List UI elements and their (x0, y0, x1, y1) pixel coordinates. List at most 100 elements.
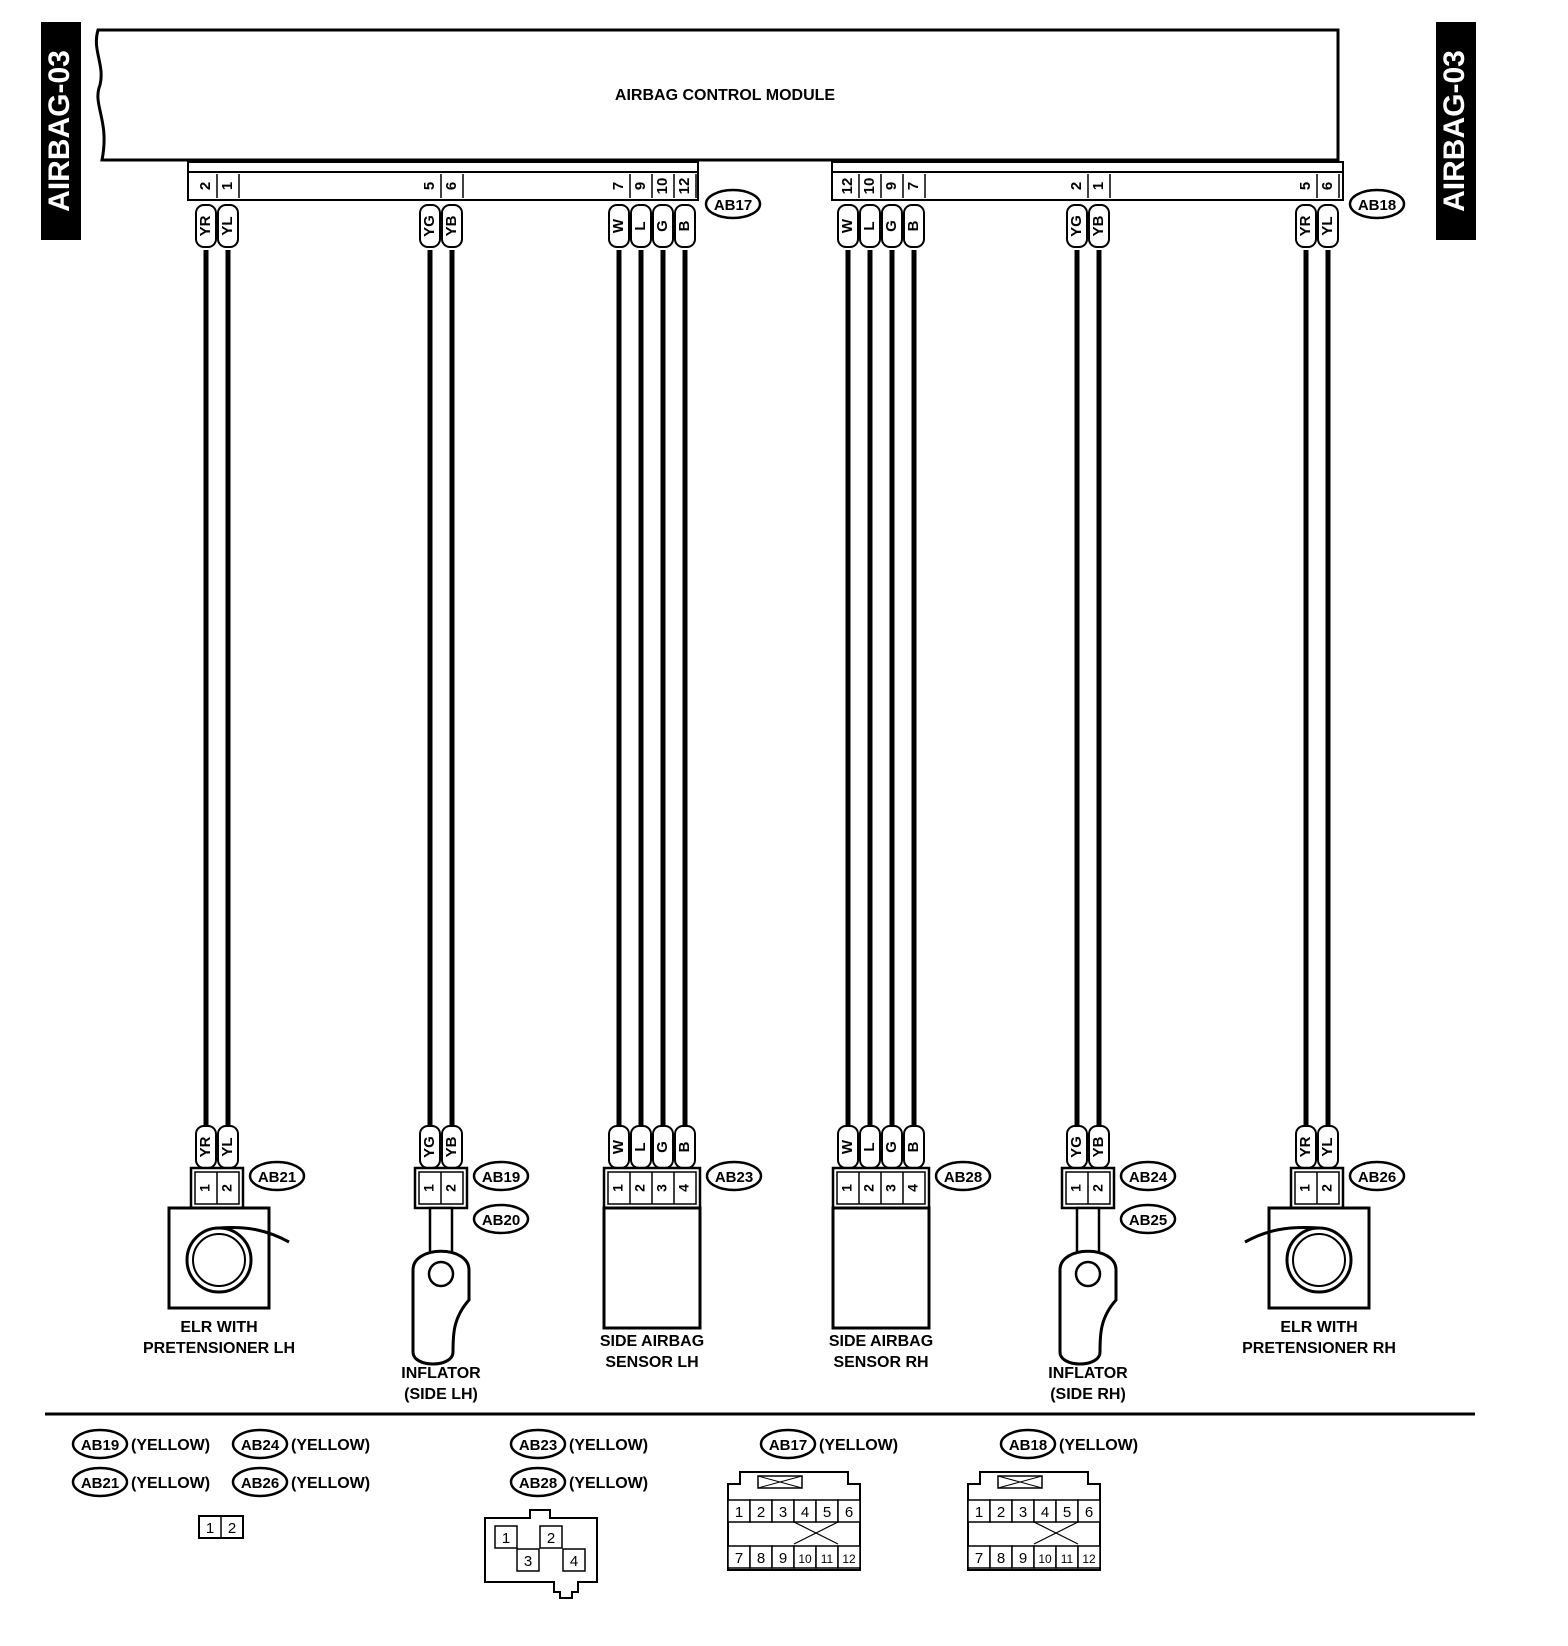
legend-face-4pin-number: 2 (547, 1530, 555, 1547)
legend-connector-id: AB21 (81, 1475, 119, 1492)
legend-face-12pin-number: 11 (821, 1552, 834, 1566)
elr-belt-icon (1244, 1226, 1320, 1244)
wire-color-tag (1317, 204, 1339, 248)
component-label-line: SIDE AIRBAG (600, 1333, 704, 1350)
sensor-body (831, 1206, 931, 1330)
legend-connector-color: (YELLOW) (131, 1475, 210, 1492)
wire-color-tag (859, 204, 881, 248)
connector-label-ab25: AB25 (1129, 1212, 1167, 1229)
component-label-line: (SIDE LH) (404, 1386, 478, 1403)
connector-label-ellipse (248, 1160, 306, 1192)
page-tab-right: AIRBAG-03 (1436, 22, 1476, 240)
wire-color-tag (419, 204, 441, 248)
connector-label-ellipse (705, 1160, 763, 1192)
component-label-line: (SIDE RH) (1050, 1386, 1126, 1403)
component-pin-number: 2 (1319, 1184, 1335, 1192)
connector-label-ellipse (472, 1203, 530, 1235)
module-connector-ab18 (831, 161, 1344, 201)
component-pin-number: 4 (676, 1184, 692, 1192)
legend-latch-line (757, 1475, 803, 1489)
wire-color-code: W (839, 218, 856, 233)
legend-face-12pin-number: 4 (801, 1504, 809, 1521)
module-pin-number: 9 (883, 182, 900, 190)
module-pin-number: 7 (610, 182, 627, 190)
component-pin-number: 1 (839, 1184, 855, 1192)
legend-face-4pin-number: 3 (524, 1553, 532, 1570)
wire-color-code: YR (1297, 1136, 1314, 1157)
component-pin-number: 3 (883, 1184, 899, 1192)
module-pin-number: 10 (861, 178, 878, 195)
connector-label-ellipse (472, 1160, 530, 1192)
component-pin-number: 2 (443, 1184, 459, 1192)
legend-face-12pin-number: 1 (975, 1504, 983, 1521)
module-pin-number: 6 (1319, 182, 1336, 190)
module-pin-number: 12 (676, 178, 693, 195)
connector-label-ab23: AB23 (715, 1169, 753, 1186)
component-label-line: PRETENSIONER RH (1242, 1340, 1396, 1357)
legend-face-4pin-cell (539, 1525, 563, 1549)
legend-face-12pin-number: 3 (779, 1504, 787, 1521)
wire-color-code: L (632, 221, 649, 230)
component-label-line: ELR WITH (180, 1319, 257, 1336)
wire-color-code: B (905, 1141, 922, 1152)
legend-face-12pin-number: 11 (1061, 1552, 1074, 1566)
component-label-line: ELR WITH (1280, 1319, 1357, 1336)
module-pin-number: 2 (1068, 182, 1085, 190)
wire-color-code: YG (1068, 215, 1085, 237)
sensor-body (602, 1206, 702, 1330)
wire-color-code: YG (421, 1136, 438, 1158)
connector-label-ab24: AB24 (1129, 1169, 1168, 1186)
legend-face-12pin-number: 10 (1038, 1552, 1052, 1566)
legend-connector-ellipse (509, 1466, 567, 1498)
component-label-line: SIDE AIRBAG (829, 1333, 933, 1350)
wire-color-code: YL (219, 216, 236, 235)
wire-color-tag (1088, 204, 1110, 248)
page-tab-left: AIRBAG-03 (41, 22, 81, 240)
legend-connector-id: AB17 (769, 1437, 807, 1454)
wire-color-code: W (610, 1139, 627, 1154)
legend-connector-id: AB18 (1009, 1437, 1047, 1454)
wire-color-tag (195, 204, 217, 248)
legend-connector-ellipse (509, 1428, 567, 1460)
wire-color-code: YB (1090, 215, 1107, 236)
legend-connector-ellipse (231, 1428, 289, 1460)
legend-face-4pin-cell (562, 1548, 586, 1572)
wire-color-tag (630, 204, 652, 248)
wire-color-code: YL (1319, 1137, 1336, 1156)
connector-label-ellipse (934, 1160, 992, 1192)
wire-color-code: YR (197, 1136, 214, 1157)
component-pin-number: 3 (654, 1184, 670, 1192)
component-pin-number: 4 (905, 1184, 921, 1192)
legend-latch-line (997, 1475, 1043, 1489)
wire-color-tag (837, 204, 859, 248)
connector-label-ab19: AB19 (482, 1169, 520, 1186)
wire-color-code: L (861, 221, 878, 230)
component-pin-number: 1 (1297, 1184, 1313, 1192)
inflator-body (411, 1249, 471, 1366)
wire-color-code: L (632, 1142, 649, 1151)
module-label: AIRBAG CONTROL MODULE (615, 87, 835, 104)
module-pin-number: 10 (654, 178, 671, 195)
module-pin-number: 9 (632, 182, 649, 190)
wire-color-tag (881, 204, 903, 248)
wire-color-code: YL (1319, 216, 1336, 235)
wire-color-tag (903, 204, 925, 248)
wire-color-code: YR (197, 215, 214, 236)
module-pin-number: 1 (1090, 182, 1107, 190)
module-pin-number: 6 (443, 182, 460, 190)
legend-face-12pin-cell (1077, 1499, 1101, 1523)
component-pin-number: 2 (632, 1184, 648, 1192)
module-pin-number: 5 (421, 182, 438, 190)
connector-label-ab28: AB28 (944, 1169, 982, 1186)
legend-face-12pin-cell (1077, 1545, 1101, 1569)
module-connector-ab17 (187, 161, 699, 201)
legend-blank-cross (793, 1521, 839, 1545)
legend-connector-id: AB26 (241, 1475, 279, 1492)
wire-color-tag (217, 204, 239, 248)
legend-connector-color: (YELLOW) (291, 1437, 370, 1454)
connector-label-ab20: AB20 (482, 1212, 520, 1229)
